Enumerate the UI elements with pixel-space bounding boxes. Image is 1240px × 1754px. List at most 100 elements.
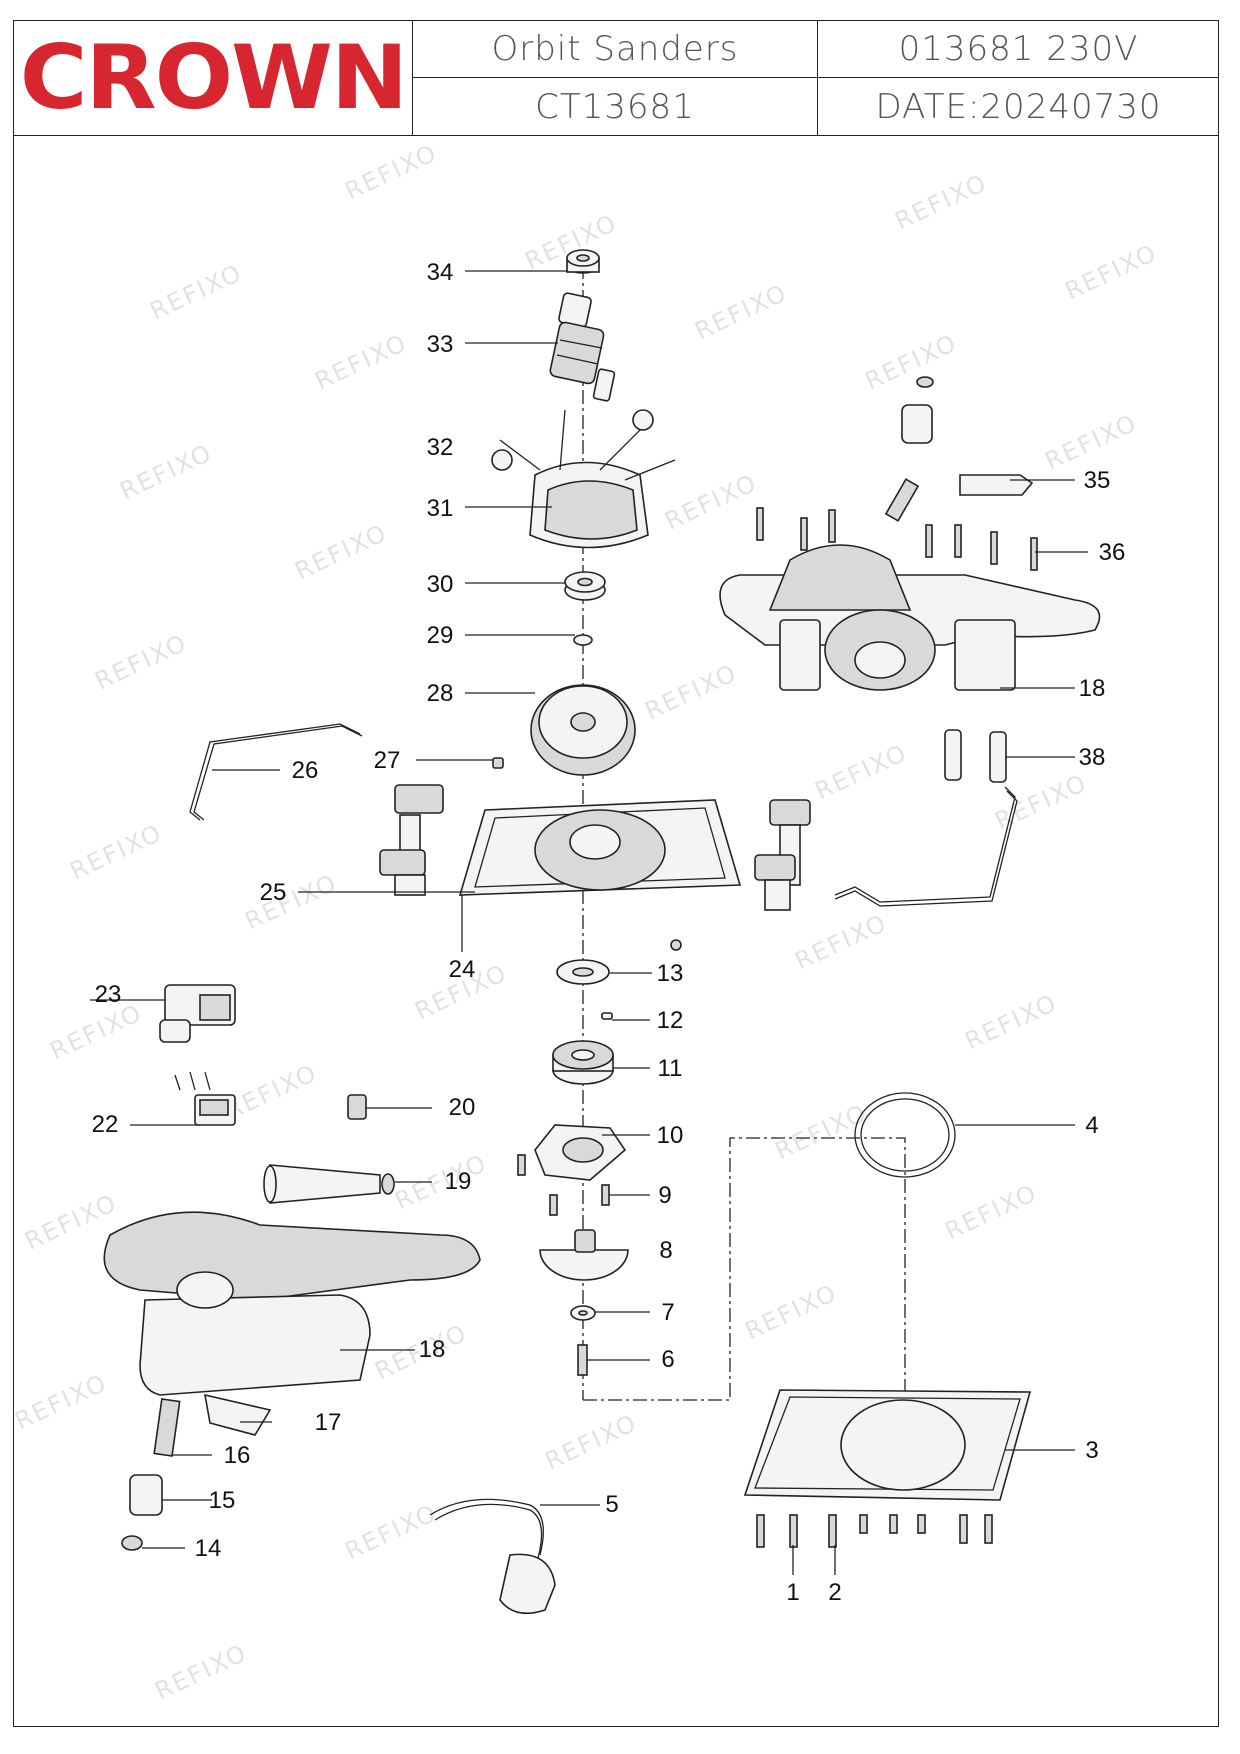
part-4-sealing-ring — [854, 1092, 956, 1178]
part-15-knob — [129, 1474, 163, 1516]
part-30-bearing — [564, 571, 606, 601]
label-6: 6 — [661, 1346, 674, 1373]
code-voltage: 013681 230V — [818, 20, 1219, 78]
part-12-key — [601, 1012, 613, 1020]
part-6-screw — [577, 1344, 588, 1376]
label-13: 13 — [657, 960, 684, 987]
label-38: 38 — [1079, 744, 1106, 771]
part-5-power-cord — [429, 1498, 556, 1615]
part-38-capacitors — [944, 729, 1007, 783]
label-2: 2 — [828, 1579, 841, 1606]
watermark: REFIXO — [146, 258, 247, 325]
part-17-dust-cover — [203, 1393, 272, 1436]
watermark: REFIXO — [741, 1278, 842, 1345]
model-number: CT13681 — [413, 78, 818, 136]
label-28: 28 — [427, 680, 454, 707]
watermark: REFIXO — [691, 278, 792, 345]
label-8: 8 — [659, 1237, 672, 1264]
part-27-screw — [492, 757, 504, 769]
part-knob-set — [884, 376, 934, 522]
label-1: 1 — [786, 1579, 799, 1606]
part-33-armature — [549, 292, 616, 402]
part-3-sanding-pad — [743, 1389, 1032, 1501]
label-12: 12 — [657, 1007, 684, 1034]
label-18-right: 18 — [1079, 675, 1106, 702]
watermark: REFIXO — [46, 998, 147, 1065]
part-26-wire-spring — [189, 723, 363, 821]
label-24: 24 — [449, 956, 476, 983]
part-number-labels: 34 33 32 31 30 29 28 27 26 25 24 23 22 2… — [92, 259, 1126, 1606]
watermark: REFIXO — [291, 518, 392, 585]
drawing-date: DATE:20240730 — [875, 87, 1162, 127]
part-19-cable-sleeve — [263, 1164, 395, 1204]
label-17: 17 — [315, 1409, 342, 1436]
watermark: REFIXO — [91, 628, 192, 695]
label-10: 10 — [657, 1122, 684, 1149]
label-5: 5 — [605, 1491, 618, 1518]
label-9: 9 — [658, 1182, 671, 1209]
product-name: Orbit Sanders — [413, 20, 818, 78]
label-23: 23 — [95, 981, 122, 1008]
label-19: 19 — [445, 1168, 472, 1195]
label-14: 14 — [195, 1535, 222, 1562]
label-26: 26 — [292, 757, 319, 784]
part-34-bearing — [566, 249, 600, 274]
label-27: 27 — [374, 747, 401, 774]
part-22-brush-holder — [174, 1071, 236, 1126]
part-13-washer — [556, 959, 610, 985]
label-32: 32 — [427, 434, 454, 461]
watermark: REFIXO — [311, 328, 412, 395]
part-31-stator — [499, 409, 676, 549]
watermark: REFIXO — [221, 1058, 322, 1125]
label-18-left: 18 — [419, 1336, 446, 1363]
part-1-2-screws — [756, 1514, 993, 1548]
part-8-eccentric — [539, 1229, 629, 1281]
label-30: 30 — [427, 571, 454, 598]
watermark: REFIXO — [241, 868, 342, 935]
part-25-clamp-left — [379, 784, 444, 896]
part-14-cap — [121, 1535, 143, 1551]
part-18-housing-right — [719, 544, 1101, 691]
watermark: REFIXO — [771, 1098, 872, 1165]
leader-lines — [90, 270, 1088, 1575]
watermark: REFIXO — [11, 1368, 112, 1435]
part-25-clamp-right — [754, 799, 811, 911]
part-36-screws — [756, 507, 1038, 571]
label-11: 11 — [658, 1055, 683, 1082]
label-35: 35 — [1084, 467, 1111, 494]
brand-logo-text: CROWN — [19, 26, 407, 129]
watermark: REFIXO — [861, 328, 962, 395]
watermark: REFIXO — [66, 818, 167, 885]
part-20-terminal — [347, 1094, 367, 1120]
part-16-spring — [153, 1398, 181, 1457]
part-24-screw — [670, 939, 682, 951]
watermark: REFIXO — [961, 988, 1062, 1055]
header-row — [13, 20, 1219, 136]
part-29-circlip — [573, 634, 593, 646]
watermark: REFIXO — [811, 738, 912, 805]
part-32-brush-clip — [491, 409, 654, 471]
watermark: REFIXO — [1041, 408, 1142, 475]
label-4: 4 — [1085, 1112, 1098, 1139]
part-24-base-plate — [458, 799, 742, 896]
page-frame — [13, 20, 1219, 1727]
part-18-housing-left — [103, 1211, 481, 1396]
label-3: 3 — [1085, 1437, 1098, 1464]
watermark: REFIXO — [341, 138, 442, 205]
watermark: REFIXO — [541, 1408, 642, 1475]
watermark: REFIXO — [791, 908, 892, 975]
part-10-bearing-plate — [534, 1124, 627, 1181]
label-20: 20 — [449, 1094, 476, 1121]
part-7-washer — [570, 1305, 596, 1321]
label-22: 22 — [92, 1111, 119, 1138]
watermark: REFIXO — [661, 468, 762, 535]
label-29: 29 — [427, 622, 454, 649]
part-35-label — [959, 474, 1034, 496]
part-26-wire-spring-right — [834, 786, 1018, 907]
part-23-switch — [159, 984, 236, 1043]
watermark: REFIXO — [151, 1638, 252, 1705]
watermark: REFIXO — [341, 1498, 442, 1565]
label-31: 31 — [427, 495, 454, 522]
part-11-counterweight — [552, 1040, 614, 1085]
